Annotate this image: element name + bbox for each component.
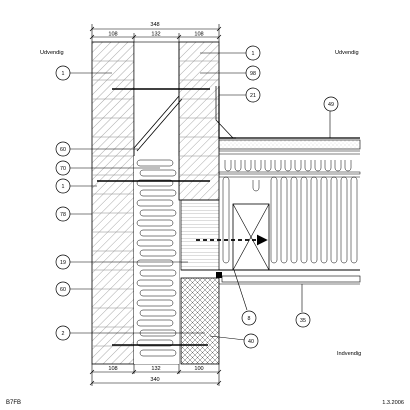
top-dimension-inner-leaf: 108	[194, 32, 203, 38]
drawing-date: 1.3.2006	[382, 400, 404, 406]
right-callout-leaders	[200, 52, 331, 341]
inner-brick-leaf	[178, 41, 220, 201]
callout-left-4: 1	[62, 184, 65, 190]
callout-left-3: 70	[60, 166, 66, 172]
bottom-dimension-cavity: 132	[151, 366, 160, 372]
top-dimension-outer-leaf: 108	[108, 32, 117, 38]
callout-right-3: 21	[250, 93, 256, 99]
timber-joist	[232, 203, 270, 271]
top-dimension-line	[89, 24, 222, 42]
left-callout-circles	[55, 65, 71, 341]
callout-left-2: 60	[60, 147, 66, 153]
bottom-dimension-inner-leaf: 100	[194, 366, 203, 372]
wall-ties	[97, 88, 210, 346]
top-dimension-total: 348	[150, 22, 159, 28]
callout-right-4: 49	[328, 102, 334, 108]
callout-right-2: 98	[250, 71, 256, 77]
cavity-tray	[133, 95, 183, 156]
callout-left-5: 78	[60, 212, 66, 218]
cavity-insulation	[134, 156, 179, 364]
right-callout-circles	[241, 45, 339, 349]
label-outside-left: Udvendig	[40, 50, 64, 56]
outer-brick-leaf	[91, 41, 135, 365]
bottom-dimension-total: 340	[150, 377, 159, 383]
callout-right-6: 35	[300, 318, 306, 324]
callout-left-1: 1	[62, 71, 65, 77]
callout-left-8: 2	[62, 331, 65, 337]
callout-left-6: 19	[60, 260, 66, 266]
callout-right-7: 40	[248, 339, 254, 345]
label-outside-right: Udvendig	[335, 50, 359, 56]
callout-right-5: 8	[248, 316, 251, 322]
label-inside: Indvendig	[337, 351, 361, 357]
lightweight-block	[180, 277, 220, 365]
top-dimension-cavity: 132	[151, 32, 160, 38]
left-callout-leaders	[70, 72, 205, 334]
callout-right-1: 1	[252, 51, 255, 57]
roof-buildup	[215, 86, 361, 285]
drawing-code: B7FB	[6, 400, 21, 406]
cavity	[133, 41, 183, 365]
bottom-dimension-outer-leaf: 108	[108, 366, 117, 372]
callout-left-7: 60	[60, 287, 66, 293]
beam-end-block	[180, 199, 222, 278]
bottom-dimension-line	[89, 364, 222, 386]
